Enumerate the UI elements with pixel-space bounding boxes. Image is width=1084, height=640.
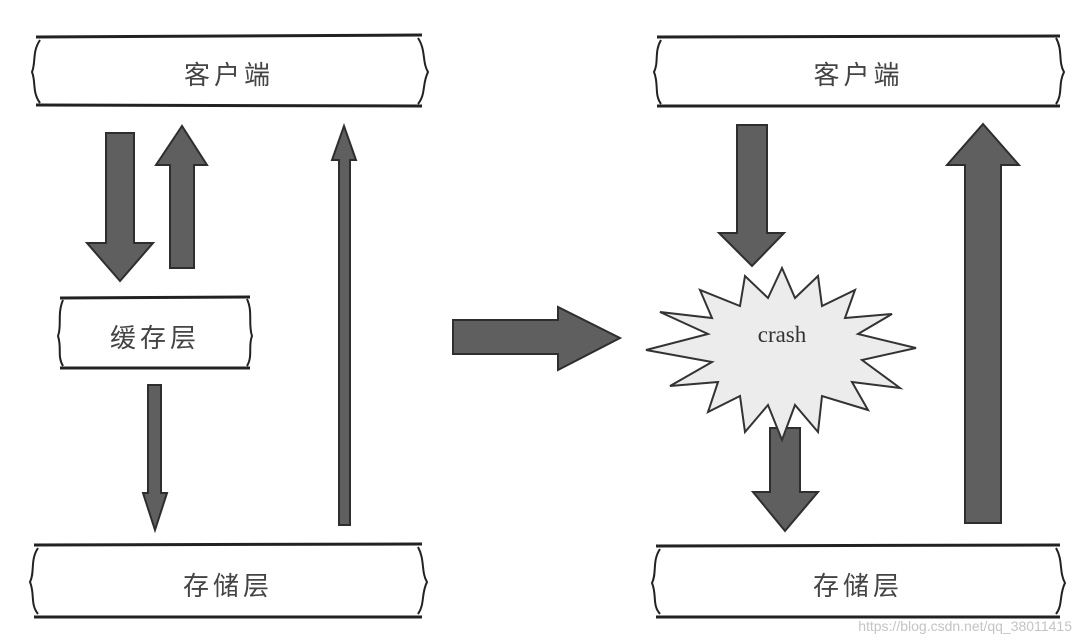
right-client-box [652, 34, 1066, 108]
left-storage-box [28, 542, 429, 619]
left-storage-label: 存储层 [182, 572, 273, 602]
left-cache-label: 缓存层 [109, 324, 200, 354]
right-client-label: 客户端 [813, 61, 904, 91]
right-down-arrow-client-to-crash [716, 124, 787, 268]
right-up-arrow-storage-to-client [944, 122, 1022, 524]
left-up-arrow-storage-to-client [330, 122, 358, 526]
crash-burst-icon [645, 265, 917, 443]
left-up-arrow-cache-to-client [154, 124, 209, 269]
left-down-arrow-client-to-cache [84, 132, 156, 283]
right-storage-label: 存储层 [812, 572, 903, 602]
left-client-box [30, 33, 430, 108]
crash-label: crash [757, 322, 807, 347]
left-down-arrow-cache-to-storage [141, 384, 169, 534]
watermark-text: https://blog.csdn.net/qq_38011415 [858, 618, 1072, 634]
transition-arrow [452, 305, 623, 372]
left-client-label: 客户端 [183, 61, 274, 91]
right-down-arrow-crash-to-storage [750, 427, 821, 533]
right-storage-box [650, 543, 1067, 619]
left-cache-box [56, 295, 254, 370]
